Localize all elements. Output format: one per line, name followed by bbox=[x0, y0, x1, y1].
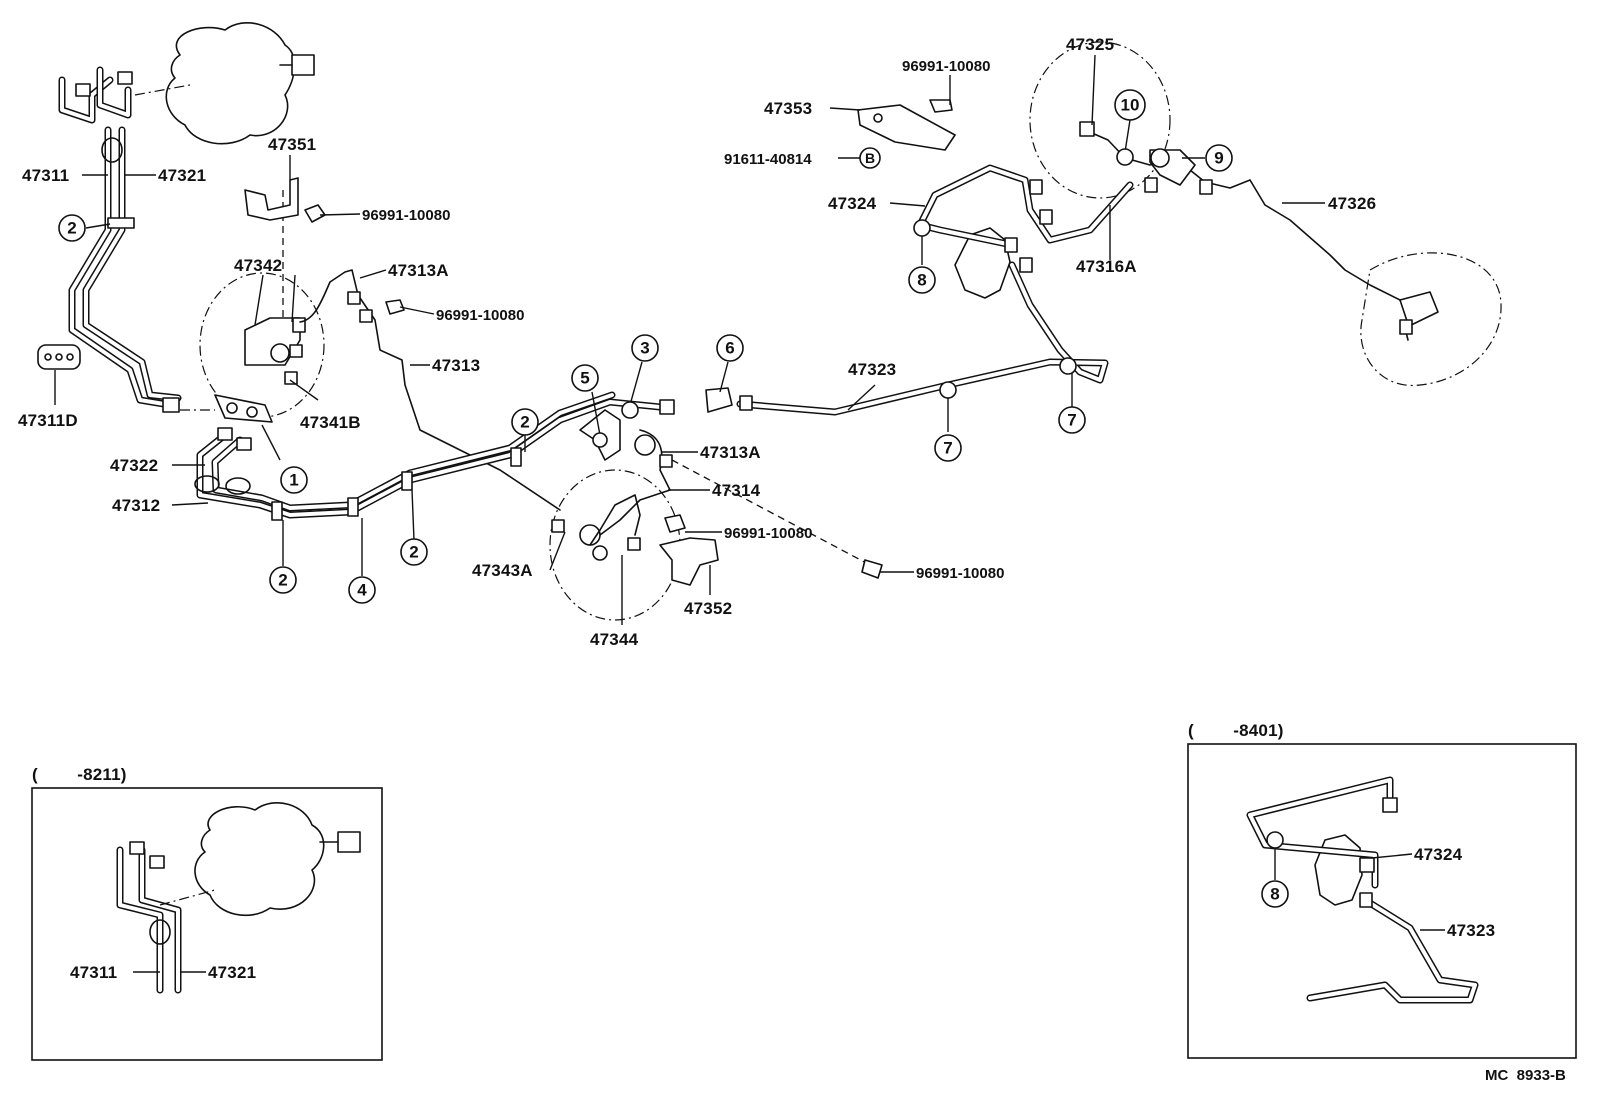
callout-2-c: 2 bbox=[400, 538, 428, 566]
label-96991-b: 96991-10080 bbox=[436, 307, 524, 324]
pipes-47311-47321 bbox=[68, 126, 215, 413]
union-block-1 bbox=[214, 394, 273, 423]
svg-text:3: 3 bbox=[640, 339, 649, 358]
rear-brake-area-right bbox=[916, 41, 1411, 331]
master-cylinder-pipes bbox=[58, 66, 191, 124]
callout-7-a: 7 bbox=[934, 434, 962, 462]
bracket-47353 bbox=[857, 99, 956, 151]
label-96991-c: 96991-10080 bbox=[724, 525, 812, 542]
bracket-47351 bbox=[244, 177, 326, 223]
label-47323-main: 47323 bbox=[848, 360, 896, 379]
svg-text:8: 8 bbox=[1270, 885, 1279, 904]
svg-text:4: 4 bbox=[357, 581, 367, 600]
svg-text:2: 2 bbox=[67, 219, 76, 238]
label-47343a: 47343A bbox=[472, 561, 533, 580]
label-47311-inset: 47311 bbox=[70, 963, 117, 982]
svg-text:10: 10 bbox=[1121, 96, 1140, 115]
callout-6: 6 bbox=[716, 334, 744, 362]
callout-b: B bbox=[859, 147, 881, 169]
label-47312: 47312 bbox=[112, 496, 160, 515]
svg-text:7: 7 bbox=[1067, 411, 1076, 430]
label-47321-main: 47321 bbox=[158, 166, 206, 185]
valve-subassembly-left bbox=[199, 190, 325, 418]
svg-text:8: 8 bbox=[917, 271, 926, 290]
inset-left-label: ( -8211) bbox=[32, 765, 127, 784]
svg-text:2: 2 bbox=[278, 571, 287, 590]
svg-text:6: 6 bbox=[725, 339, 734, 358]
label-47351: 47351 bbox=[268, 135, 316, 154]
label-47325: 47325 bbox=[1066, 35, 1114, 54]
callout-4: 4 bbox=[348, 576, 376, 604]
label-47313: 47313 bbox=[432, 356, 480, 375]
label-47344: 47344 bbox=[590, 630, 639, 649]
label-47326: 47326 bbox=[1328, 194, 1376, 213]
label-47322: 47322 bbox=[110, 456, 158, 475]
callout-3: 3 bbox=[631, 334, 659, 362]
callout-9: 9 bbox=[1205, 144, 1233, 172]
callout-1: 1 bbox=[280, 466, 308, 494]
label-47342: 47342 bbox=[234, 256, 282, 275]
inset-right bbox=[1187, 743, 1577, 1059]
svg-text:2: 2 bbox=[409, 543, 418, 562]
label-96991-d: 96991-10080 bbox=[916, 565, 1004, 582]
pipe-junction-rings bbox=[592, 148, 1284, 849]
label-47341b: 47341B bbox=[300, 413, 361, 432]
svg-text:5: 5 bbox=[580, 369, 589, 388]
label-47323-inset: 47323 bbox=[1447, 921, 1495, 940]
callout-8-main: 8 bbox=[908, 266, 936, 294]
label-47324-main: 47324 bbox=[828, 194, 877, 213]
svg-text:7: 7 bbox=[943, 439, 952, 458]
callout-10: 10 bbox=[1114, 89, 1146, 121]
label-96991-e: 96991-10080 bbox=[902, 58, 990, 75]
diagram-code: MC 8933-B bbox=[1485, 1067, 1566, 1084]
callout-2-a: 2 bbox=[58, 214, 86, 242]
callout-5: 5 bbox=[571, 364, 599, 392]
leader-lines bbox=[54, 54, 1445, 973]
callout-2-b: 2 bbox=[269, 566, 297, 594]
proportioning-valve-center bbox=[549, 409, 883, 621]
callout-2-d: 2 bbox=[511, 408, 539, 436]
part-labels: 47311 47321 47351 96991-10080 47342 4731… bbox=[18, 35, 1495, 982]
label-96991-a: 96991-10080 bbox=[362, 207, 450, 224]
label-47321-inset: 47321 bbox=[208, 963, 256, 982]
clamp-47311d bbox=[37, 344, 81, 370]
label-47314: 47314 bbox=[712, 481, 761, 500]
callout-8-inset: 8 bbox=[1261, 880, 1289, 908]
inset-left bbox=[31, 787, 383, 1061]
pipe-47323-main bbox=[659, 261, 1109, 416]
label-47311d: 47311D bbox=[18, 411, 78, 430]
callout-7-b: 7 bbox=[1058, 406, 1086, 434]
label-47313a-top: 47313A bbox=[388, 261, 449, 280]
label-47311-main: 47311 bbox=[22, 166, 69, 185]
label-91611: 91611-40814 bbox=[724, 151, 812, 168]
pipe-47313 bbox=[299, 269, 561, 511]
rear-drum-right bbox=[1360, 252, 1502, 387]
inset-right-label: ( -8401) bbox=[1188, 721, 1284, 740]
svg-text:9: 9 bbox=[1214, 149, 1223, 168]
label-47324-inset: 47324 bbox=[1414, 845, 1463, 864]
label-47313a-mid: 47313A bbox=[700, 443, 761, 462]
svg-text:2: 2 bbox=[520, 413, 529, 432]
brake-booster-left bbox=[165, 21, 315, 145]
label-47352: 47352 bbox=[684, 599, 732, 618]
label-47353: 47353 bbox=[764, 99, 812, 118]
svg-text:1: 1 bbox=[289, 471, 298, 490]
svg-text:B: B bbox=[865, 150, 875, 166]
label-47316a: 47316A bbox=[1076, 257, 1137, 276]
